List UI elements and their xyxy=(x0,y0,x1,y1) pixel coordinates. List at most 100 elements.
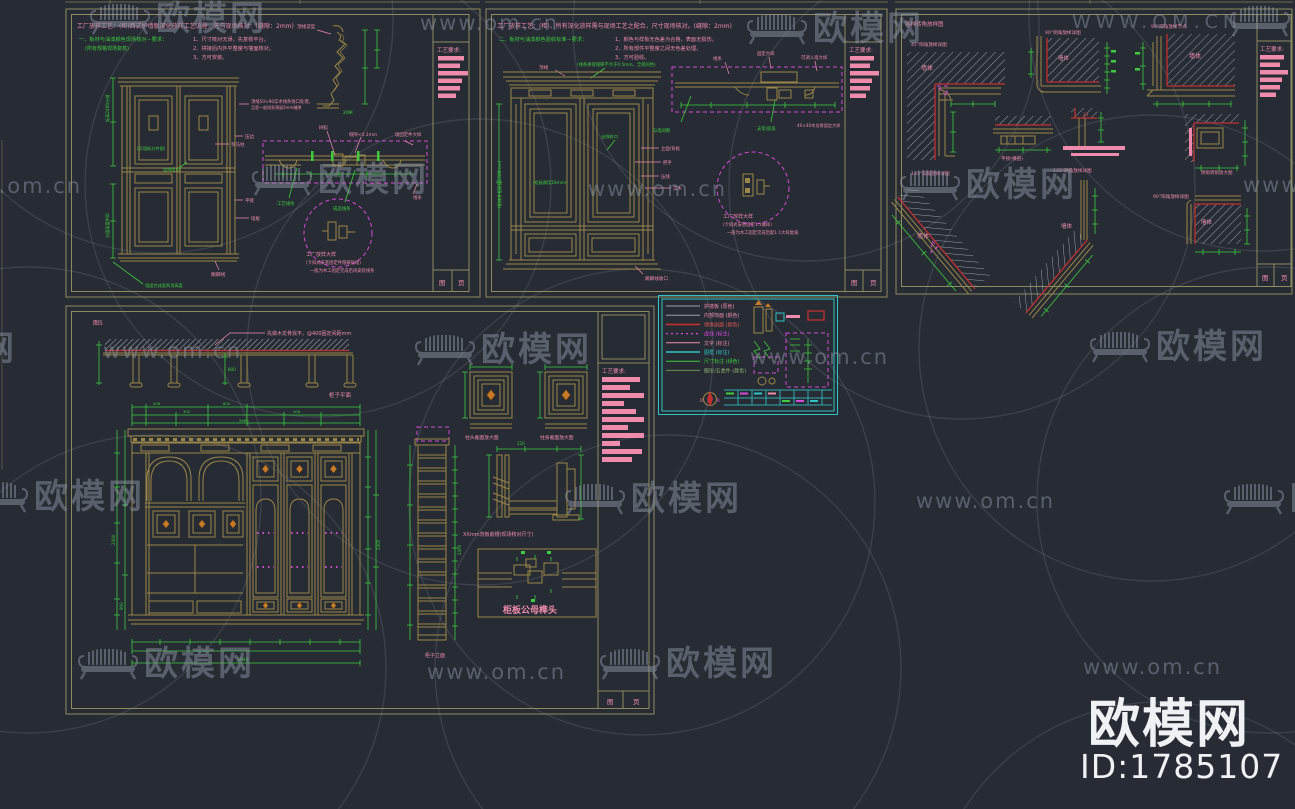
watermark-brand-text: 欧模网 xyxy=(813,9,924,49)
p1-crown-profile: 顶线造型 20M xyxy=(297,23,380,116)
p4-dim: 406 xyxy=(293,409,301,414)
legend-box: 护墙板 (原色) 内部饰面 (颜色) 墙体剖面 (颜色) 虚线 (标注) 文字 … xyxy=(658,295,838,415)
p3-wall-label: 墙体 xyxy=(917,232,929,240)
watermark-sofa-brand: 欧模网 xyxy=(564,479,742,519)
p4-dim: 900 xyxy=(119,602,124,610)
p3-caption-d2: 90°阴角放样详图 xyxy=(1045,29,1081,36)
sofa-icon xyxy=(0,480,29,514)
p2-label-handle: 把手 xyxy=(663,159,672,166)
p4-dim: 406 xyxy=(153,401,161,406)
p4-title-block: 工艺要求: 图 页 xyxy=(597,311,649,709)
watermark-sofa-brand: 欧模网 xyxy=(77,644,252,684)
watermark-sofa-brand: 欧模网 xyxy=(746,9,924,49)
legend-row-label: 内部饰面 (颜色) xyxy=(704,312,740,319)
watermark-brand-text: 欧模网 xyxy=(34,477,145,517)
watermark-url: www.om.cn xyxy=(0,174,82,198)
legend-row-label: 尺寸标注 (绿色) xyxy=(704,358,740,365)
p2-title: 工厂放样工艺：(柜)，所有深化放样需与现场工艺之配合，尺寸现场核对。(缝隙：2m… xyxy=(497,22,732,30)
p3-node-num: 24 xyxy=(1083,112,1089,117)
p4-dim: 800 xyxy=(223,401,231,406)
watermark-brand-text: 欧模网 xyxy=(666,644,777,684)
p1-note-3: 3、方可安装。 xyxy=(193,53,227,61)
p1-label-wall-panel: 墙板 xyxy=(251,215,260,222)
p1-title: 工厂放样工艺：(柜)西式护墙板深化放样工艺流程，先与现场核对：(缝隙：2mm) xyxy=(77,22,294,30)
watermark-url: WWW.OM.CN xyxy=(1072,11,1242,33)
sofa-icon xyxy=(251,163,313,197)
p2-dim-left: (柜体外框高度2280mm) xyxy=(496,160,503,208)
p1-cabinet-elevation: 标高2400分缝 台面高度900 (见墙板分件图) 出线收口 顶线50×90实木… xyxy=(104,77,313,289)
p3-detail-90-outer-node: 墙体 90°阳角放样节点 xyxy=(1135,23,1235,107)
p3-detail-135-inner: 墙体 135°阴角放样详图 xyxy=(1013,167,1098,319)
p2-sec-label-wall-gap: 与墙间隙 xyxy=(653,127,671,134)
p3-detail-45-corner: 墙体 45°阳角放样详图 xyxy=(907,41,1005,160)
p3-caption-d6: 阴角转角放大图 xyxy=(1201,169,1233,176)
p3-caption-d4: 平接(横剖) xyxy=(1001,155,1023,162)
sofa-icon xyxy=(599,647,661,681)
legend-compass: D B xyxy=(700,391,720,407)
watermark-brand-text: 欧模网 xyxy=(481,330,592,370)
p1-titleblock-heading: 工艺要求: xyxy=(437,46,461,54)
p3-caption-d8: 135°阴角放样详图 xyxy=(1053,167,1092,174)
watermark-sofa-brand: 欧模网 xyxy=(0,477,145,517)
p4-titleblock-heading: 工艺要求: xyxy=(602,367,626,375)
p3-page-cell: 页 xyxy=(1281,274,1288,282)
p1-label-crown-note: 顶线50×90实木线条收口处理， xyxy=(251,98,313,105)
p3-detail-90-inner-corner: 90°阴角放样详图 墙体 xyxy=(1028,29,1116,94)
p1-det-caption-2: (卡扣式安装固定件隐蔽处理) xyxy=(306,259,361,266)
watermark-brand-text: 欧模网 xyxy=(631,479,742,519)
p2-sec-label-batten: 40×40木龙骨固定大样 xyxy=(797,122,840,129)
p1-label-crown-note-2: 且是一般线条预留2mm缝隙 xyxy=(251,104,301,110)
p1-label-flush-joint: 平接 xyxy=(245,197,254,204)
p3-caption-d3: 90°阳角放样节点 xyxy=(1151,23,1187,30)
watermark-sofa-brand: 欧模网 xyxy=(251,160,426,200)
p1-sheet-cell: 图 xyxy=(439,279,446,287)
cut-sheet-fragments xyxy=(1,0,1293,470)
p4-dim: 2860 xyxy=(239,418,249,423)
p1-title-block: 工艺要求: 图 页 xyxy=(432,14,469,292)
p4-joint-caption: XXmm背板嵌槽(现场核对尺寸) xyxy=(463,531,534,538)
panel-wardrobe-process-2: 工艺要求: 图 页 工厂放样工艺：(柜)，所有深化放样需与现场工艺之配合，尺寸现… xyxy=(485,8,888,298)
watermark-url: www.om.cn xyxy=(588,177,727,201)
p4-tenon-caption: 柜板公母榫头 xyxy=(502,604,557,616)
p1-sec-label-fixing: 墙固定件大样 xyxy=(395,131,422,138)
p4-titleblock-text-bars xyxy=(602,377,644,462)
watermark-brand-text: 欧模网 xyxy=(0,329,17,369)
p2-label-press-line: 压线 xyxy=(661,173,670,180)
watermark-sofa-brand: 欧模网 xyxy=(599,644,777,684)
legend-compass-e: B xyxy=(717,398,720,403)
p2-label-face-back: 立面/背板 xyxy=(661,145,681,152)
watermark-sofa-brand: 欧模网 xyxy=(414,330,592,370)
watermark-url: www.om.cn xyxy=(1083,655,1222,679)
p1-label-wall-height: 墙面完成面到顶高度 xyxy=(145,282,184,289)
p1-dim-left-bottom: 台面高度900 xyxy=(104,213,111,238)
p2-note-head: 二、板材与油漆颜色验收标准－要求： xyxy=(499,35,587,43)
p2-note-3: 3、方可验收。 xyxy=(615,53,649,61)
p4-bookcase-elevation: 406 302 800 406 2860 2400 900 2400 3940 xyxy=(111,401,381,666)
p4-dim: 120 xyxy=(517,441,525,446)
p4-dim: 2400 xyxy=(376,539,381,550)
p3-wall-label: 墙体 xyxy=(1061,222,1073,230)
p4-column-section-2: 柱身截面放大图 xyxy=(537,364,588,441)
p3-caption-d1: 45°阳角放样详图 xyxy=(911,41,947,48)
brand-stamp: 欧模网 ID:1785107 xyxy=(1080,695,1282,786)
p2-sec-label-support: 支架/底座 xyxy=(757,125,776,132)
p1-det-caption-3: 一般为木工固定完成后再安装线条 xyxy=(310,267,375,274)
p3-title-block: 工艺要求: 图 页 xyxy=(1256,14,1291,287)
p3-detail-center-node: 24 xyxy=(1063,108,1125,156)
p2-cabinet-elevation: (柜体外框高度2280mm) (柜板厚度18mm) 出线收口 立面/背板 把手 … xyxy=(496,71,682,282)
p2-label-skirting: 踢脚线收口 xyxy=(645,275,668,282)
p2-sec-label-fix: 固定大样 xyxy=(757,50,775,57)
p2-title-block: 工艺要求: 图 页 xyxy=(844,14,881,292)
p4-plan-note: 先做木龙骨找平，@400固定间距mm xyxy=(267,330,351,337)
p4-dim-total: 3940 xyxy=(237,657,249,663)
p2-det-caption-2: (卡扣式安装固定1:1做样) xyxy=(723,221,772,228)
legend-row-label: 文字 (标注) xyxy=(704,340,730,347)
p2-section-detail: 与墙间隙 支架/底座 线条 固定大样 可调入墙大样 40×40木龙骨固定大样 xyxy=(653,50,843,134)
watermark-url: www.om.cn xyxy=(750,345,889,369)
p2-label-edge-trim: 出线收口 xyxy=(601,133,618,140)
panel-corner-details: 工艺要求: 图 页 各种转角放样图 墙体 45°阳角放样详图 90°阴角放样详图… xyxy=(891,8,1293,319)
p4-sq1-caption: 柱头截面放大图 xyxy=(465,434,499,441)
sofa-icon xyxy=(1223,482,1285,516)
p1-note-1: 1、尺寸核对无误，先复核平台。 xyxy=(193,35,269,43)
watermark-url: www.om.cn xyxy=(427,660,566,684)
